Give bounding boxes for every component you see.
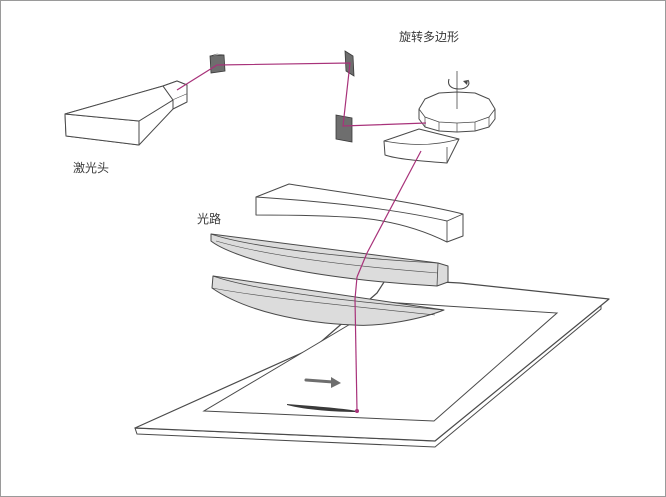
upper-lens — [210, 233, 449, 287]
lower-lens — [211, 275, 445, 326]
laser-beam — [176, 62, 427, 412]
light-path-label: 光路 — [197, 211, 221, 226]
fan-lens — [383, 128, 460, 164]
scan-lens-bar — [255, 183, 464, 243]
laser-head-label: 激光头 — [73, 161, 109, 175]
scan-direction-arrow — [304, 377, 341, 388]
laser-head — [64, 80, 188, 146]
mirror-3 — [335, 114, 353, 143]
scan-line — [287, 404, 359, 413]
rotating-polygon — [418, 71, 496, 133]
work-plate — [134, 278, 610, 448]
mirror-1 — [209, 53, 226, 74]
polygon-label: 旋转多边形 — [399, 29, 459, 44]
